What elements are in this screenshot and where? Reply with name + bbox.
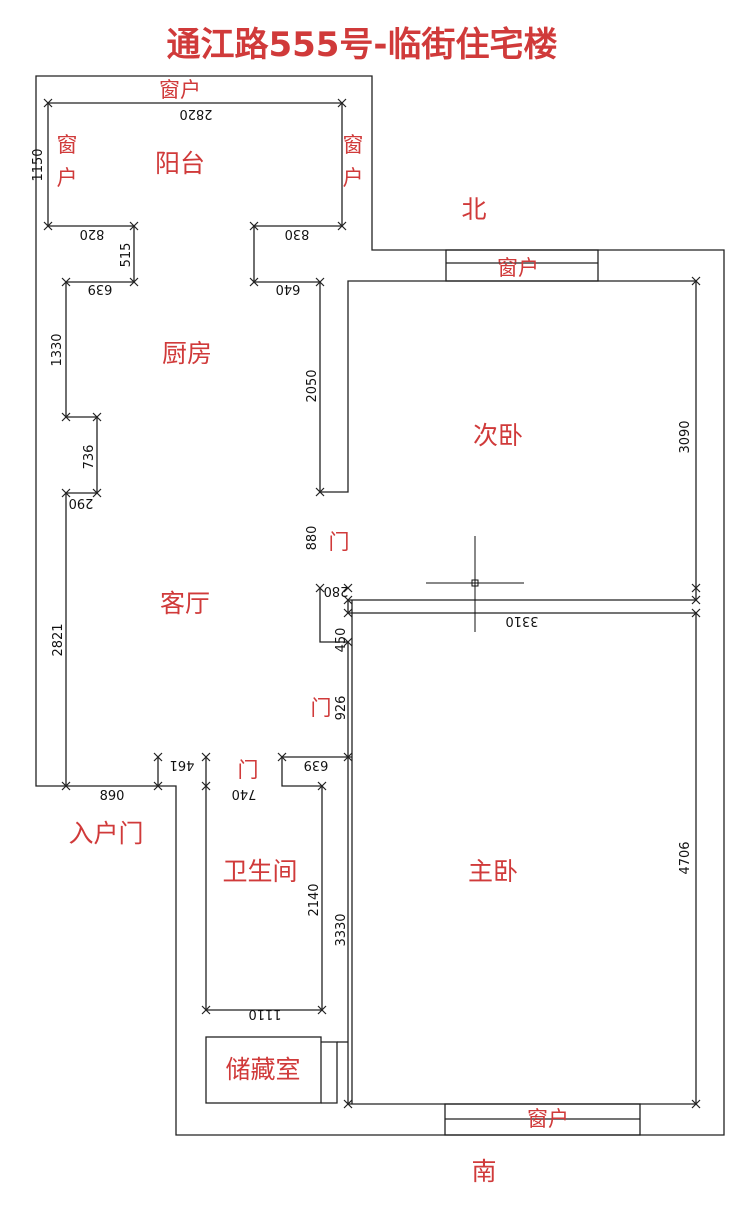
dim-3090: 3090	[678, 420, 693, 453]
dimension-tick	[343, 1099, 353, 1109]
dimension-tick	[343, 595, 353, 605]
left-interior-wall	[47, 103, 135, 786]
dimension-tick	[337, 98, 347, 108]
dimension-tick	[249, 221, 259, 231]
dim-736: 736	[82, 445, 97, 470]
dimension-tick	[315, 487, 325, 497]
dimension-tick	[343, 583, 353, 593]
dimension-tick	[61, 412, 71, 422]
dimension-tick	[691, 595, 701, 605]
south-window-label: 窗户	[527, 1107, 569, 1131]
dim-926: 926	[334, 696, 349, 721]
dimension-tick	[315, 583, 325, 593]
dim-balcony-width: 2820	[179, 106, 212, 121]
dimension-tick	[153, 781, 163, 791]
dimension-tick	[92, 488, 102, 498]
door-master-bedroom: 门	[311, 696, 332, 720]
dim-450: 450	[334, 628, 349, 653]
dimension-tick	[201, 781, 211, 791]
plan-title: 通江路555号-临街住宅楼	[166, 25, 557, 65]
balcony-left-window-char2: 户	[57, 166, 78, 190]
balcony-right-window-char1: 窗	[343, 133, 364, 157]
dimension-tick	[129, 221, 139, 231]
dim-balcony-right-return: 830	[285, 226, 310, 241]
dim-1330: 1330	[50, 333, 65, 366]
dimension-tick	[61, 488, 71, 498]
dimension-tick	[343, 752, 353, 762]
door-second-bedroom: 门	[329, 530, 350, 554]
dimension-tick	[337, 221, 347, 231]
door-bathroom: 门	[238, 758, 259, 782]
dim-2140: 2140	[307, 883, 322, 916]
room-second-bedroom: 次卧	[473, 421, 523, 450]
room-labels: 窗户 窗 户 窗 户 阳台 北 窗户 厨房 次卧 门 客厅 门 门 入户门 卫生…	[57, 78, 570, 1186]
right-interior-wall	[48, 102, 697, 1105]
dimension-tick	[277, 752, 287, 762]
room-bathroom: 卫生间	[222, 857, 297, 886]
dim-880: 880	[305, 526, 320, 551]
dimension-tick	[153, 752, 163, 762]
dim-balcony-height: 1150	[31, 148, 46, 181]
dimension-tick	[92, 412, 102, 422]
dimension-tick	[691, 608, 701, 618]
north-window-label: 窗户	[497, 256, 539, 280]
dimension-tick	[43, 98, 53, 108]
dimension-tick	[249, 277, 259, 287]
dimension-tick	[201, 752, 211, 762]
north-window-frame	[445, 249, 599, 282]
room-storage: 储藏室	[225, 1055, 300, 1084]
dim-balcony-left-return: 820	[80, 226, 105, 241]
dimension-tick	[691, 583, 701, 593]
dim-kitchen-left: 639	[88, 281, 113, 296]
room-balcony: 阳台	[155, 149, 205, 178]
dimension-tick	[315, 277, 325, 287]
dimension-tick	[691, 1099, 701, 1109]
dimension-tick	[317, 1005, 327, 1015]
dim-515: 515	[119, 243, 134, 268]
storage-door	[321, 1041, 338, 1104]
dimension-tick	[61, 781, 71, 791]
dim-3330: 3330	[334, 913, 349, 946]
cad-crosshair-icon	[426, 536, 524, 632]
outer-wall	[35, 75, 725, 1136]
balcony-left-window-char1: 窗	[57, 133, 78, 157]
dimension-labels: 2820 1150 820 830 515 639 640 1330 736 2…	[31, 106, 693, 1021]
dim-461: 461	[170, 757, 195, 772]
dimension-tick	[129, 277, 139, 287]
dim-740: 740	[232, 786, 257, 801]
dim-290: 290	[69, 495, 94, 510]
dimension-tick	[317, 781, 327, 791]
dim-639-bath: 639	[304, 757, 329, 772]
dim-3310: 3310	[505, 613, 538, 628]
dimension-tick	[343, 608, 353, 618]
compass-south: 南	[471, 1157, 496, 1186]
entrance-door-label: 入户门	[68, 819, 143, 848]
balcony-window-label: 窗户	[159, 78, 201, 102]
dimension-tick	[691, 276, 701, 286]
dimension-tick	[201, 1005, 211, 1015]
dimension-tick	[43, 221, 53, 231]
dimension-tick	[343, 637, 353, 647]
dim-1110: 1110	[248, 1006, 281, 1021]
dim-890: 890	[100, 789, 125, 804]
room-master-bedroom: 主卧	[468, 857, 518, 886]
room-living: 客厅	[160, 589, 210, 618]
dim-kitchen-right: 640	[276, 281, 301, 296]
compass-north: 北	[461, 195, 486, 224]
dim-2050: 2050	[305, 369, 320, 402]
walls	[35, 75, 725, 1136]
dim-2821: 2821	[51, 623, 66, 656]
room-kitchen: 厨房	[162, 339, 212, 368]
dimension-ticks	[43, 98, 701, 1109]
balcony-right-window-char2: 户	[343, 166, 364, 190]
dim-4706: 4706	[678, 841, 693, 874]
storage-box	[205, 1036, 322, 1104]
dimension-tick	[61, 277, 71, 287]
dim-280: 280	[324, 583, 349, 598]
